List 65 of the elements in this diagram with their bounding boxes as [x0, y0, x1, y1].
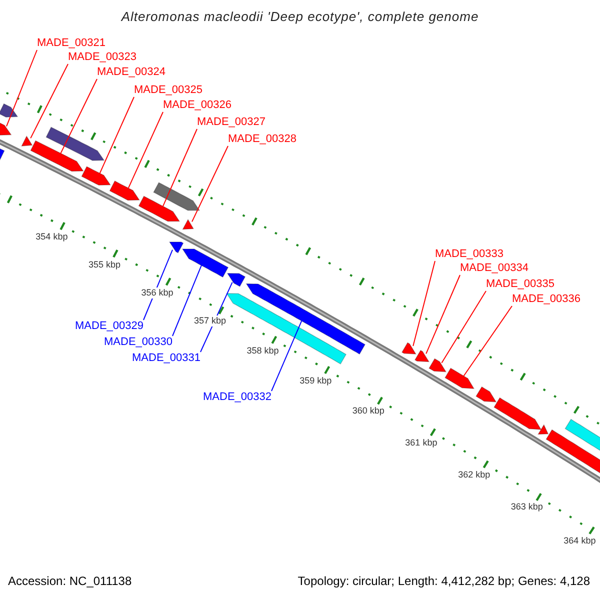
scale-label: 358 kbp [246, 345, 280, 356]
gene-label: MADE_00323 [68, 51, 136, 64]
gene-label: MADE_00325 [134, 84, 202, 97]
gene-feature [0, 103, 18, 118]
gene-feature [494, 397, 542, 430]
leader-line [60, 78, 98, 154]
gene-feature [428, 358, 447, 372]
gene-feature [246, 283, 366, 354]
gene-feature [226, 273, 246, 287]
scale-label: 363 kbp [510, 502, 544, 513]
leader-line [463, 306, 512, 376]
scale-label: 357 kbp [192, 316, 228, 327]
leader-line [172, 264, 202, 336]
leader-line [99, 96, 134, 174]
gene-feature [182, 248, 229, 278]
leader-line [6, 50, 38, 127]
gene-label: MADE_00332 [203, 391, 272, 404]
scale-label: 361 kbp [404, 437, 438, 448]
gene-feature [0, 122, 12, 136]
scale-label: 354 kbp [34, 232, 69, 243]
gene-label: MADE_00328 [228, 133, 296, 146]
gene-label: MADE_00327 [197, 116, 266, 129]
accession-text: Accession: NC_011138 [8, 575, 132, 588]
gene-feature [414, 350, 430, 362]
scale-label: 355 kbp [87, 259, 122, 270]
scale-label: 356 kbp [140, 287, 174, 298]
leader-line [412, 260, 436, 346]
leader-line [128, 112, 164, 189]
scale-label: 360 kbp [351, 406, 386, 417]
gene-label: MADE_00336 [512, 293, 580, 306]
leader-line [162, 128, 198, 207]
gene-label: MADE_00335 [486, 278, 554, 291]
gene-feature [81, 166, 112, 186]
leader-line [426, 274, 460, 354]
leader-line [441, 290, 486, 364]
gene-feature [46, 126, 105, 161]
scale-label: 364 kbp [562, 535, 597, 546]
gene-feature [138, 196, 180, 222]
gene-feature [168, 242, 184, 254]
leader-line [271, 320, 302, 392]
gene-label: MADE_00321 [37, 37, 106, 50]
scale-label: 362 kbp [457, 469, 492, 480]
gene-label: MADE_00330 [104, 336, 172, 349]
scale-label: 359 kbp [298, 375, 333, 386]
gene-feature [226, 293, 347, 364]
gene-label: MADE_00331 [132, 352, 200, 365]
title: Alteromonas macleodii 'Deep ecotype', complete genome [120, 10, 480, 23]
gene-label: MADE_00334 [460, 262, 528, 275]
gene-label: MADE_00324 [97, 66, 166, 79]
gene-label: MADE_00329 [75, 320, 144, 333]
genome-summary-text: Topology: circular; Length: 4,412,282 bp; Genes: 4,128 [298, 575, 590, 588]
gene-feature [109, 180, 140, 201]
leader-line [30, 64, 68, 139]
gene-feature [21, 135, 33, 146]
leader-line [192, 146, 228, 222]
gene-feature [401, 342, 417, 354]
gene-feature [182, 218, 194, 230]
gene-feature [0, 148, 5, 162]
gene-feature [153, 182, 200, 211]
gene-label: MADE_00333 [435, 248, 504, 261]
gene-feature [476, 386, 497, 402]
gene-label: MADE_00326 [163, 99, 232, 112]
gene-feature [444, 368, 475, 390]
gene-feature [30, 140, 84, 172]
gene-feature [538, 424, 549, 435]
